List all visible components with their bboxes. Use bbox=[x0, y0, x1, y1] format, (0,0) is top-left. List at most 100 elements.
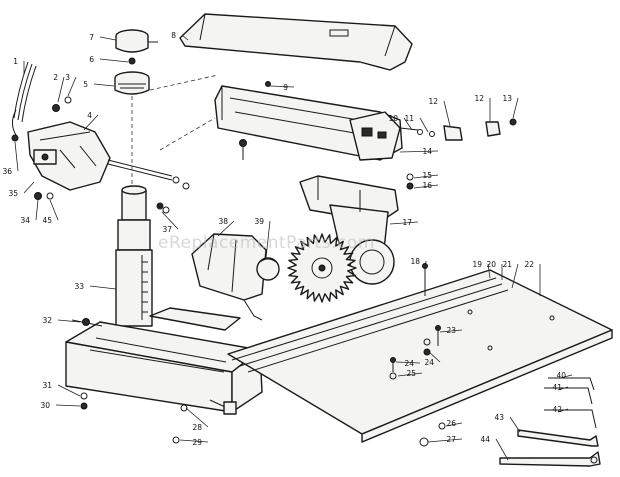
callout-leader bbox=[512, 97, 519, 119]
callout-leader bbox=[179, 439, 209, 443]
callout-leader bbox=[397, 372, 423, 377]
callout-leader bbox=[419, 117, 429, 133]
callout-41: 41 bbox=[552, 383, 562, 392]
callout-11: 11 bbox=[404, 114, 414, 123]
callout-leader bbox=[427, 438, 463, 443]
table-boards bbox=[227, 269, 613, 443]
bolt bbox=[239, 139, 247, 160]
callout-leader bbox=[424, 260, 427, 269]
callout-leader bbox=[14, 141, 19, 172]
callout-10: 10 bbox=[388, 114, 398, 123]
callout-17: 17 bbox=[402, 218, 412, 227]
callout-5: 5 bbox=[83, 80, 88, 89]
callout-leader bbox=[487, 263, 491, 279]
nut bbox=[406, 182, 414, 190]
callout-leader bbox=[395, 361, 421, 364]
callout-leader bbox=[99, 58, 129, 63]
callout-18: 18 bbox=[410, 257, 420, 266]
callout-21: 21 bbox=[502, 260, 512, 269]
callout-29: 29 bbox=[192, 438, 202, 447]
table-hardware bbox=[389, 263, 446, 447]
callout-19: 19 bbox=[472, 260, 482, 269]
saw-blade bbox=[287, 233, 357, 303]
callout-37: 37 bbox=[162, 225, 172, 234]
callout-40: 40 bbox=[556, 371, 566, 380]
hex-keys bbox=[544, 377, 597, 429]
base-hardware bbox=[71, 318, 237, 444]
callout-leader bbox=[93, 83, 115, 87]
callout-leader bbox=[557, 408, 569, 413]
callout-leader bbox=[185, 407, 209, 428]
radial-arm bbox=[214, 81, 403, 161]
callout-6: 6 bbox=[89, 55, 94, 64]
arm-handle-parts bbox=[399, 118, 517, 141]
callout-24: 24 bbox=[404, 359, 414, 368]
wrenches bbox=[499, 429, 601, 467]
callout-12: 12 bbox=[474, 94, 484, 103]
callout-leader bbox=[67, 76, 77, 97]
callout-24: 24 bbox=[424, 358, 434, 367]
fitting bbox=[157, 203, 163, 209]
callout-28: 28 bbox=[192, 423, 202, 432]
callout-4: 4 bbox=[87, 111, 92, 120]
screws bbox=[11, 96, 170, 214]
callout-43: 43 bbox=[494, 413, 504, 422]
callout-20: 20 bbox=[486, 260, 496, 269]
callout-leader bbox=[57, 76, 65, 103]
column bbox=[115, 185, 153, 327]
callout-leader bbox=[413, 184, 439, 189]
callout-34: 34 bbox=[20, 216, 30, 225]
callout-leader bbox=[57, 319, 81, 323]
callout-leader bbox=[265, 220, 271, 259]
callout-leader bbox=[55, 404, 81, 407]
callout-42: 42 bbox=[552, 405, 562, 414]
callout-leader bbox=[439, 329, 463, 333]
callout-leader bbox=[99, 36, 117, 41]
callout-14: 14 bbox=[422, 147, 432, 156]
callout-7: 7 bbox=[89, 33, 94, 42]
switch-housing bbox=[27, 121, 190, 191]
callout-23: 23 bbox=[446, 326, 456, 335]
callout-leader bbox=[413, 174, 439, 179]
callout-31: 31 bbox=[42, 381, 52, 390]
callout-leader bbox=[217, 220, 235, 237]
callout-3: 3 bbox=[65, 73, 70, 82]
callout-45: 45 bbox=[42, 216, 52, 225]
callout-leader bbox=[49, 199, 59, 221]
callout-leader bbox=[269, 85, 295, 88]
callout-16: 16 bbox=[422, 181, 432, 190]
callout-9: 9 bbox=[283, 83, 288, 92]
elevation-knob bbox=[114, 29, 158, 95]
callout-39: 39 bbox=[254, 217, 264, 226]
watermark: eReplacementParts.com bbox=[158, 233, 375, 253]
callout-35: 35 bbox=[8, 189, 18, 198]
callout-leader bbox=[89, 285, 117, 290]
guard-cover bbox=[179, 13, 413, 71]
callout-30: 30 bbox=[40, 401, 50, 410]
callout-38: 38 bbox=[218, 217, 228, 226]
callout-leader bbox=[511, 263, 519, 289]
callout-leader bbox=[443, 100, 451, 127]
callout-12: 12 bbox=[428, 97, 438, 106]
callout-leader bbox=[83, 114, 99, 131]
knob bbox=[256, 257, 280, 281]
callout-leader bbox=[445, 422, 463, 427]
callout-leader bbox=[509, 416, 521, 433]
callout-leader bbox=[557, 386, 569, 391]
callout-2: 2 bbox=[53, 73, 58, 82]
callout-33: 33 bbox=[74, 282, 84, 291]
callout-leader bbox=[181, 34, 189, 41]
callout-leader bbox=[403, 117, 413, 131]
callout-leader bbox=[399, 150, 439, 153]
callout-leader bbox=[161, 211, 179, 230]
callout-leader bbox=[389, 221, 419, 225]
callout-leader bbox=[57, 384, 81, 397]
washer bbox=[406, 173, 414, 181]
callout-22: 22 bbox=[524, 260, 534, 269]
callout-leader bbox=[428, 351, 441, 363]
callout-32: 32 bbox=[42, 316, 52, 325]
callout-26: 26 bbox=[446, 419, 456, 428]
